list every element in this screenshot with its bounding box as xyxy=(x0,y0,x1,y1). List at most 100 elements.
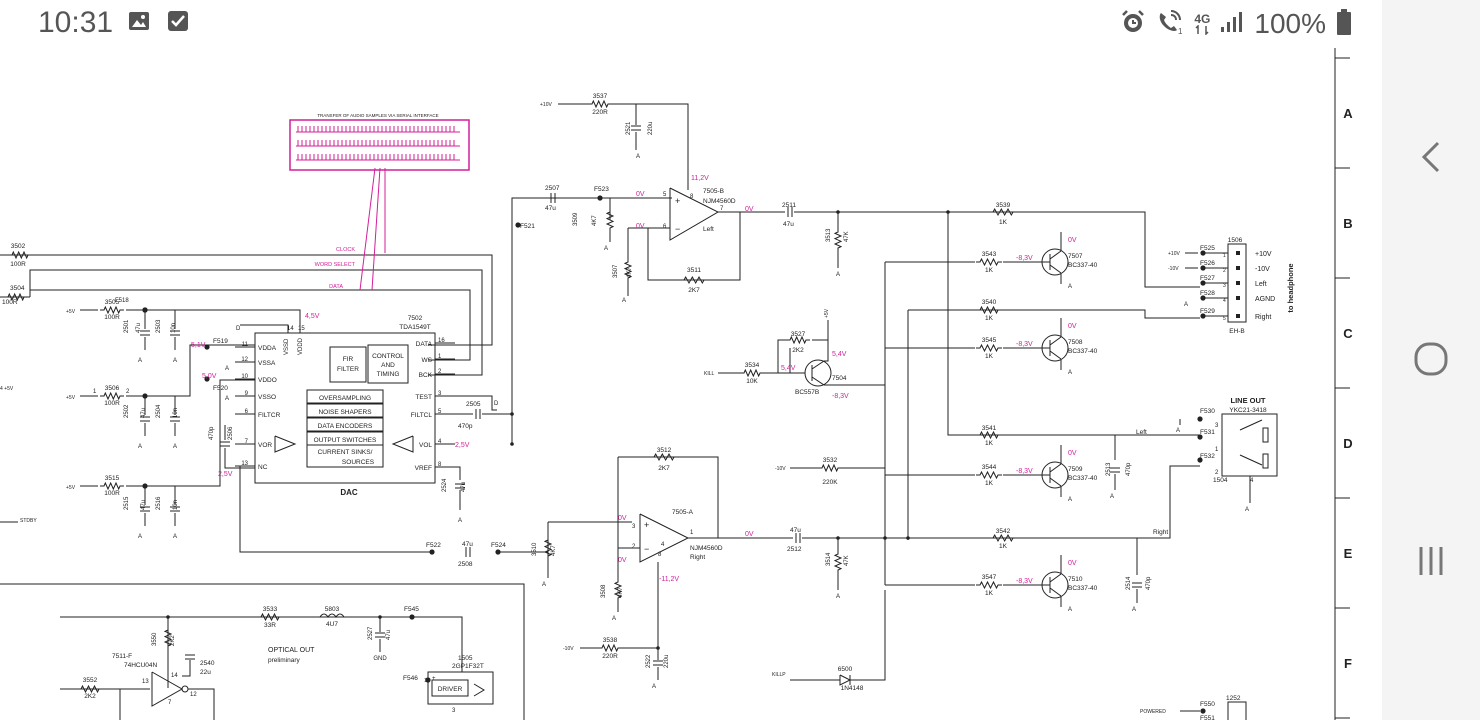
svg-text:1: 1 xyxy=(1178,27,1183,35)
schematic-label: VDDD xyxy=(298,337,304,355)
schematic-label: FILTCL xyxy=(411,412,433,419)
schematic-label: + xyxy=(432,676,436,682)
schematic-label: 3515 xyxy=(105,475,120,482)
schematic-components xyxy=(4,99,1278,720)
schematic-label: 3544 xyxy=(982,464,997,471)
schematic-label: 3504 xyxy=(10,285,25,292)
voltage-label: 0V xyxy=(618,515,627,522)
schematic-label: 2505 xyxy=(466,401,481,408)
schematic-label: 2515 xyxy=(124,496,130,510)
dac-part-name: TDA1549T xyxy=(399,324,430,331)
schematic-label: 3552 xyxy=(83,677,98,684)
net-label: Right xyxy=(1153,529,1168,536)
voltage-label: 0V xyxy=(745,206,754,213)
schematic-label: 47u xyxy=(141,500,147,510)
voltage-label: 0V xyxy=(1068,237,1077,244)
schematic-label: WS xyxy=(422,357,433,364)
schematic-label: 3506 xyxy=(105,385,120,392)
voltage-label: 4,5V xyxy=(305,313,320,320)
schematic-label: 15 xyxy=(298,326,305,332)
schematic-label: 47u xyxy=(141,408,147,418)
schematic-label: 3542 xyxy=(996,528,1011,535)
schematic-label: − xyxy=(675,224,680,234)
schematic-label: 1252 xyxy=(1226,695,1241,702)
schematic-label: 2508 xyxy=(458,561,473,568)
schematic-label: 2GP1F32T xyxy=(452,663,484,670)
transistor-part: BC337-40 xyxy=(1068,475,1098,482)
schematic-label: SOURCES xyxy=(342,459,375,466)
schematic-label: 4 +5V xyxy=(0,386,14,392)
schematic-label: 47K xyxy=(844,231,850,242)
schematic-label: 3514 xyxy=(826,552,832,566)
schematic-label: 10n xyxy=(173,500,179,510)
schematic-label: 2506 xyxy=(228,426,234,440)
schematic-label: 2507 xyxy=(545,185,560,192)
schematic-label: STDBY xyxy=(20,518,37,524)
optical-driver: DRIVER xyxy=(438,686,463,693)
schematic-label: 3 xyxy=(1223,283,1226,289)
network-label: 4G xyxy=(1194,12,1211,26)
headphone-pin: AGND xyxy=(1255,296,1275,303)
schematic-label: + xyxy=(675,196,680,206)
voltage-label: 5,4V xyxy=(832,351,847,358)
battery-icon xyxy=(1336,8,1352,41)
schematic-label: 1K xyxy=(999,543,1008,550)
voltage-label: 0V xyxy=(1068,323,1077,330)
schematic-label: 6500 xyxy=(838,666,853,673)
schematic-label: +5V xyxy=(66,309,76,315)
schematic-label: 10n xyxy=(171,323,177,333)
dac-title: DAC xyxy=(340,488,358,497)
schematic-label: +5V xyxy=(824,308,830,318)
schematic-label: POWERED xyxy=(1140,709,1166,715)
image-icon xyxy=(128,10,150,32)
schematic-label: A xyxy=(1068,607,1072,613)
transistor-ref: 7509 xyxy=(1068,466,1083,473)
status-time: 10:31 xyxy=(38,6,114,39)
schematic-label: 2524 xyxy=(442,478,448,492)
opamp-supply: -11,2V xyxy=(659,576,679,583)
checkbox-icon xyxy=(167,10,189,32)
headphone-pin: Left xyxy=(1255,281,1267,288)
recents-button[interactable] xyxy=(1406,536,1456,586)
schematic-label: 4 xyxy=(1223,298,1226,304)
schematic-label: A xyxy=(542,582,546,588)
row-label-f: F xyxy=(1344,656,1352,671)
schematic-label: F527 xyxy=(1200,275,1215,282)
voltage-label: 2,5V xyxy=(455,442,470,449)
schematic-label: 3538 xyxy=(603,637,618,644)
schematic-label: 100R xyxy=(10,261,26,268)
schematic-label: D xyxy=(494,401,499,407)
schematic-label: 4K7 xyxy=(551,545,557,556)
opamp-channel: Left xyxy=(703,226,714,233)
dac-internal-block: OVERSAMPLING xyxy=(319,395,371,402)
schematic-label: 2K7 xyxy=(658,465,670,472)
schematic-label: 47u xyxy=(783,221,794,228)
voltage-label: -8,3V xyxy=(1016,255,1033,262)
schematic-label: 47u xyxy=(462,541,473,548)
status-bar: 10:31 1 4G 100% xyxy=(0,0,1382,48)
opamp-part: NJM4560D xyxy=(690,545,723,552)
schematic-label: 2513 xyxy=(1106,462,1112,476)
schematic-label: 2511 xyxy=(782,202,796,209)
schematic-label: 1 xyxy=(1223,253,1226,259)
home-button[interactable] xyxy=(1406,334,1456,384)
schematic-label: 3539 xyxy=(996,202,1011,209)
schematic-label: F529 xyxy=(1200,308,1215,315)
schematic-label: 1N4148 xyxy=(841,685,864,692)
schematic-label: 13 xyxy=(142,679,149,685)
transistor-ref: 7510 xyxy=(1068,576,1083,583)
dac-internal-block: DATA ENCODERS xyxy=(318,423,373,430)
headphone-pin: +10V xyxy=(1255,251,1272,258)
schematic-label: A xyxy=(604,246,608,252)
back-button[interactable] xyxy=(1406,132,1456,182)
schematic-label: 3513 xyxy=(826,228,832,242)
schematic-label: 47u xyxy=(136,323,142,333)
schematic-label: 3505 xyxy=(105,299,120,306)
schematic-label: 4 xyxy=(661,542,665,548)
row-label-b: B xyxy=(1343,216,1352,231)
schematic-label: 220R xyxy=(602,653,618,660)
schematic-label: A xyxy=(138,444,142,450)
schematic-label: 13 xyxy=(241,461,248,467)
opamp-ref: 7505-B xyxy=(703,188,724,195)
schematic-label: 1506 xyxy=(1228,237,1243,244)
